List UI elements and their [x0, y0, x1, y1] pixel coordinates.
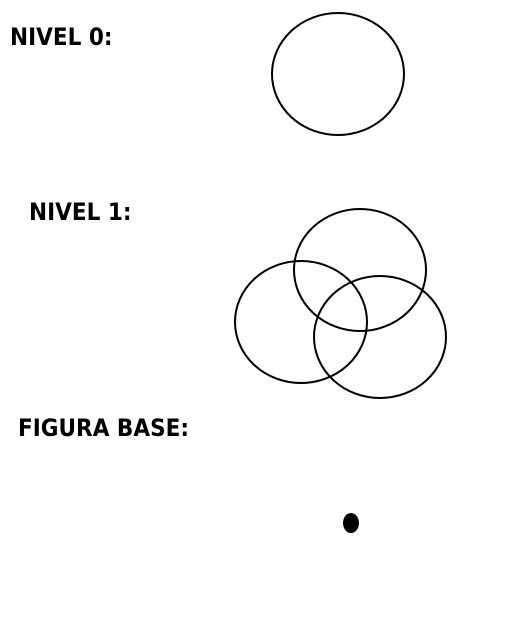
level-1-label: NIVEL 1:: [29, 198, 132, 226]
level-0-figure: [271, 12, 405, 136]
level-1-circle-left: [234, 260, 368, 384]
level-0-label: NIVEL 0:: [10, 23, 113, 51]
level-1-figure: [234, 208, 447, 399]
level-1-circle-right: [313, 275, 447, 399]
level-1-circle-top: [293, 208, 427, 332]
base-figure-label: FIGURA BASE:: [18, 414, 190, 442]
base-figure: [343, 513, 359, 533]
level-0-circle: [271, 12, 405, 136]
base-figure-dot: [343, 513, 359, 533]
